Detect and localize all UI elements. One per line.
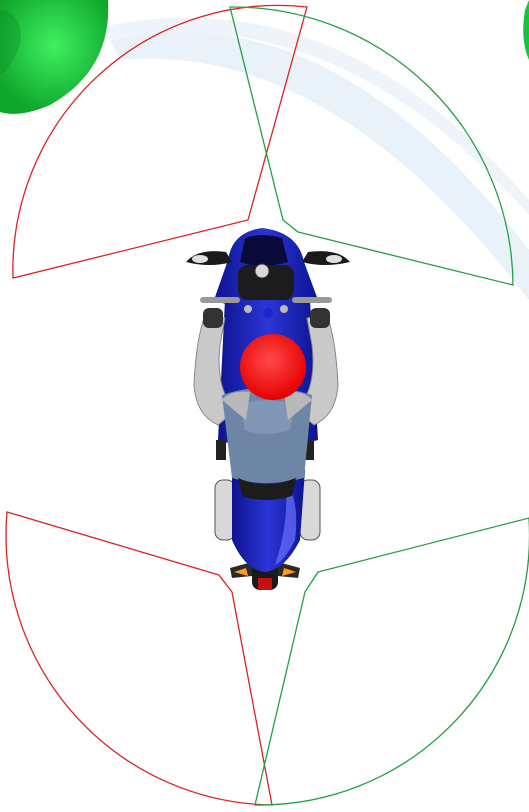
tail-light [258, 578, 272, 590]
green-button-right-icon [523, 0, 529, 60]
right-glove [310, 308, 330, 328]
left-glove [203, 308, 223, 328]
right-mirror [302, 251, 350, 265]
speedometer [255, 264, 269, 278]
handlebar-left [200, 297, 240, 303]
motorcycle-rider [186, 228, 350, 590]
green-button-left-icon [0, 0, 108, 114]
rear-right-green-wedge [255, 518, 529, 805]
handlebar-right [292, 297, 332, 303]
rider-helmet [240, 334, 306, 400]
rear-left-red-wedge [6, 512, 272, 805]
